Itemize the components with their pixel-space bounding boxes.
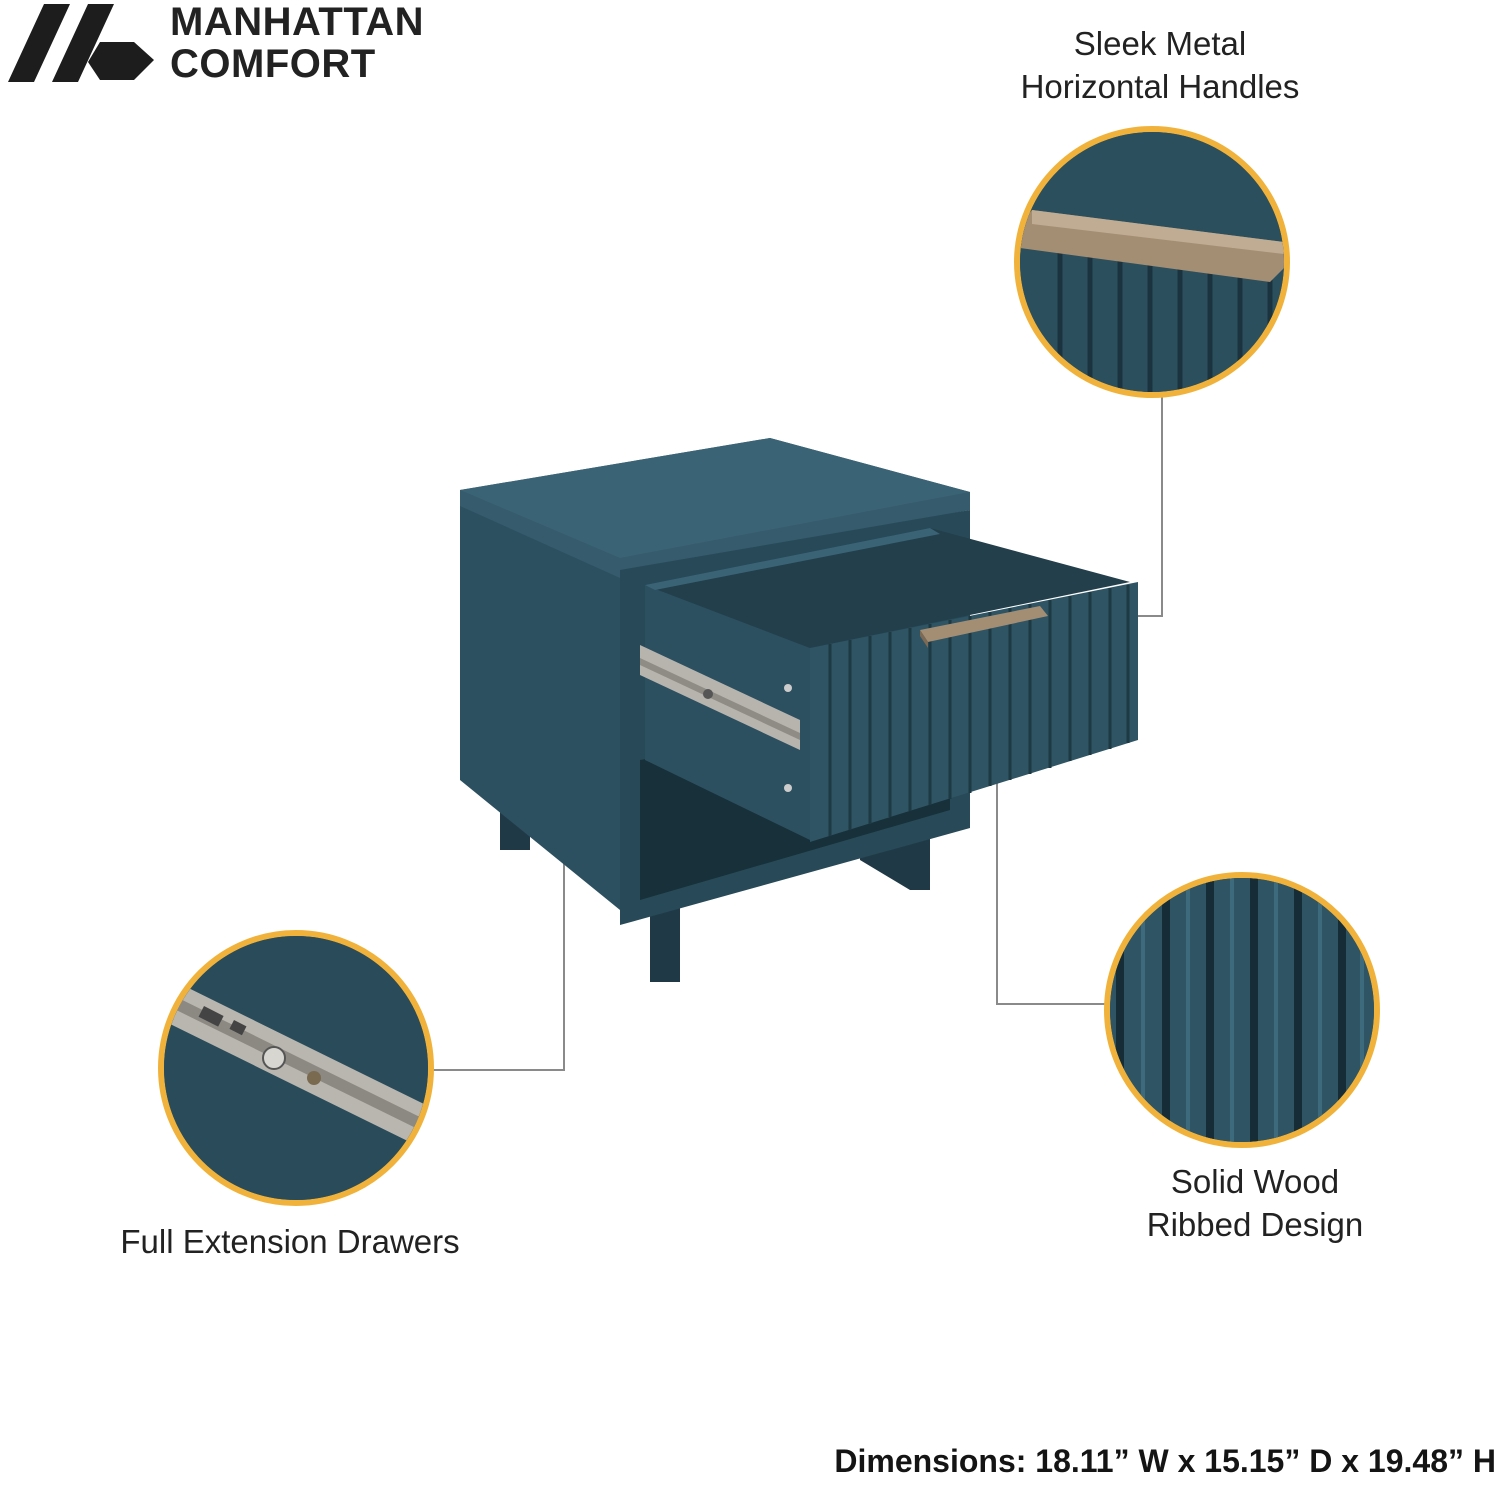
drawer-handle [920, 606, 1048, 642]
handles-callout-line1: Sleek Metal [1073, 25, 1247, 62]
handle-detail-circle [1014, 126, 1290, 398]
drawer-ribs [828, 585, 1130, 836]
drawers-callout-label: Full Extension Drawers [100, 1220, 480, 1263]
ribbed-callout-label: Solid Wood Ribbed Design [1120, 1160, 1390, 1246]
ribbed-design-detail-circle [1104, 872, 1380, 1148]
nightstand-leg-front [650, 900, 680, 982]
manhattan-comfort-logo-icon [8, 4, 154, 82]
brand-name-line2: COMFORT [170, 42, 376, 86]
ribbed-detail-image [1110, 878, 1374, 1142]
ribbed-callout-line2: Ribbed Design [1146, 1206, 1364, 1243]
drawers-callout-line1: Full Extension Drawers [120, 1223, 460, 1260]
brand-logo: MANHATTAN COMFORT [8, 0, 448, 86]
handle-detail-image [1020, 132, 1284, 392]
nightstand-side-panel [460, 502, 620, 910]
drawer-front [810, 582, 1138, 842]
drawer-interior [645, 528, 1130, 648]
ribbed-callout-line1: Solid Wood [1170, 1163, 1340, 1200]
drawer-slide-detail-image [164, 936, 428, 1200]
handles-callout-label: Sleek Metal Horizontal Handles [1000, 22, 1320, 108]
nightstand-illustration [460, 438, 1138, 982]
handles-callout-line2: Horizontal Handles [1020, 68, 1300, 105]
drawer-slide-detail-circle [158, 930, 434, 1206]
product-dimensions: Dimensions: 18.11” W x 15.15” D x 19.48”… [834, 1443, 1496, 1479]
brand-name-line1: MANHATTAN [170, 0, 425, 44]
